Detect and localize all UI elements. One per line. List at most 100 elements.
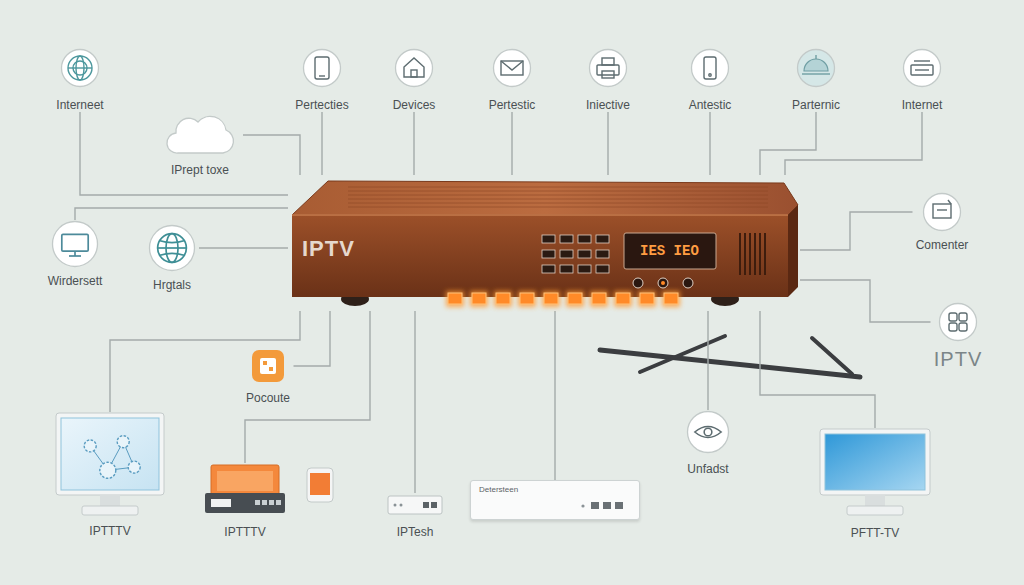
monitor-screen [61,418,159,490]
front-port [542,235,555,243]
icon-circle [494,50,531,87]
icon-node: Hrgtals [145,224,199,292]
icon-glyph-group [62,234,88,256]
connector-line [760,311,875,428]
icon-glyph [802,73,830,74]
front-port [596,235,609,243]
icon-circle [150,226,195,271]
node-label: Parternic [792,98,840,112]
stand-leg [640,336,725,372]
node-icon [55,412,165,518]
icon-circle [798,50,835,87]
phone-illustration [307,468,333,502]
monitor-frame [820,429,930,495]
icon-glyph [160,241,184,255]
monitor-base [82,506,138,515]
node-icon [796,48,836,88]
ethernet-port [544,293,558,304]
router-led [581,504,584,507]
node-icon [686,410,730,454]
front-port [578,235,591,243]
icon-glyph-group [597,58,619,78]
icon-glyph-group [933,200,951,218]
connector-line [245,311,370,463]
device-stand [600,336,860,377]
device-vent [749,233,751,275]
node-icon [819,428,931,518]
connector-line [414,311,415,493]
icon-node: Internet [899,48,946,112]
device-groove [348,203,768,204]
icon-glyph [597,65,619,75]
iptv-device: IPTV [288,175,800,311]
connector-line [709,112,710,175]
router-port [603,502,611,509]
node-icon [588,48,628,88]
phone-screen [310,473,330,495]
stb-port [269,500,274,505]
ethernet-port [592,293,606,304]
icon-node: IPTV [931,302,986,370]
icon-glyph [501,61,523,70]
phone-body [307,468,333,502]
node-label: Detersteen [479,485,518,495]
icon-glyph [911,65,933,75]
connector-line [321,112,322,175]
node-label: IPTTTV [224,525,265,539]
monitor-node: PFTT-TV [816,428,934,540]
cloud-shape [167,116,233,153]
icon-glyph [602,71,614,78]
icon-glyph-group [802,55,830,74]
ethernet-port [520,293,534,304]
front-port [596,265,609,273]
device-vent [754,233,756,275]
device-groove [348,207,768,208]
icon-circle [688,412,729,453]
icon-node: Pocoute [243,349,294,405]
node-icon [60,48,100,88]
connector-line [800,212,913,250]
node-icon [205,463,285,515]
node-icon [302,48,342,88]
connector-line [760,112,816,175]
icon-circle [396,50,433,87]
front-port [560,235,573,243]
icon-glyph [69,255,81,257]
icon-glyph [602,58,614,65]
small-box-port [431,502,437,508]
node-label: Devices [393,98,436,112]
connector-line [511,112,512,175]
node-label: Pertestic [489,98,536,112]
icon-node: Antestic [686,48,735,112]
icon-glyph [914,60,930,61]
port-glow [446,291,464,307]
icon-glyph [158,247,187,249]
icon-glyph [949,313,957,321]
node-label: Hrgtals [153,278,191,292]
node-label: IPTesh [397,525,434,539]
orange-icon-inner [260,358,276,374]
device-vent [759,233,761,275]
icon-glyph [68,67,92,68]
screen-gear [128,461,140,473]
front-port [578,250,591,258]
front-port [560,265,573,273]
stand-leg [812,338,852,374]
port-glow [614,291,632,307]
screen-gear [100,462,116,478]
port-glow [662,291,680,307]
icon-node: IPTesh [384,493,446,539]
device-edge [292,214,788,216]
icon-node: IPTTTV [202,463,288,539]
icon-circle [692,50,729,87]
device-top [292,181,798,215]
stb-top [211,465,279,497]
node-label: Comenter [916,238,969,252]
front-port [560,250,573,258]
node-label: IPTV [302,237,355,261]
stb-screen [217,471,273,491]
icon-node: Parternic [789,48,844,112]
node-icon [394,48,434,88]
node-label: PFTT-TV [851,526,900,540]
device-vent [764,233,766,275]
